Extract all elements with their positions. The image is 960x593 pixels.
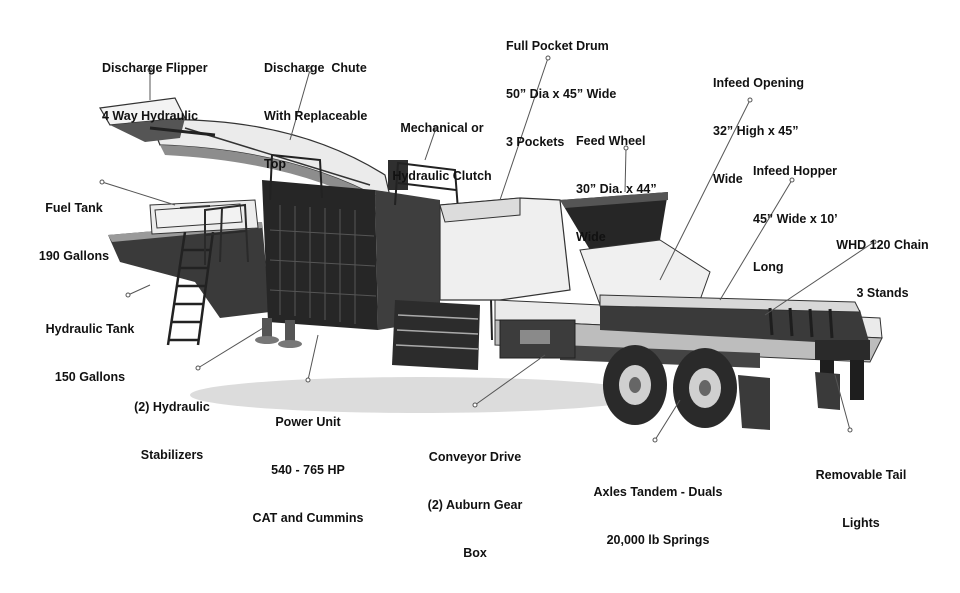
label-line: Removable Tail [815,468,907,482]
discharge-flipper [99,97,216,142]
drum-housing [439,197,571,301]
leader-discharge-chute [289,69,311,141]
label-infeed-opening: Infeed Opening 32” High x 45” Wide [713,43,804,219]
label-power-unit: Power Unit 540 - 765 HP CAT and Cummins [238,382,378,558]
ground-shadow [190,377,650,413]
leader-conveyor-drive [474,354,546,406]
label-discharge-flipper: Discharge Flipper 4 Way Hydraulic [102,28,208,156]
leader-whd-chain [764,241,875,316]
label-line: (2) Hydraulic [134,400,210,414]
label-tail-lights: Removable Tail Lights [796,435,926,563]
label-line: Axles Tandem - Duals [593,485,723,499]
label-line: WHD 120 Chain [836,238,929,252]
fuel-tank [154,203,243,229]
leader-tail-lights [834,374,851,431]
label-line: 45” Wide x 10’ [753,212,838,226]
leader-infeed-hopper [719,179,793,301]
label-line: Box [463,546,487,560]
leader-dots [99,55,877,443]
label-line: 150 Gallons [54,370,126,384]
leader-fuel-tank [101,181,176,206]
leader-infeed-opening [659,99,751,281]
deck-railing [204,203,249,265]
power-unit [262,160,440,330]
label-line: (2) Auburn Gear [427,498,523,512]
label-line: Discharge Chute [264,61,367,75]
label-line: Full Pocket Drum [506,39,609,53]
label-line: 30” Dia. x 44” [576,182,657,196]
label-line: 4 Way Hydraulic [102,109,199,123]
label-fuel-tank: Fuel Tank 190 Gallons [24,168,124,296]
engine-railing [269,153,459,211]
hydraulic-stabilizers [255,318,302,348]
chain-stands [768,307,834,339]
label-conveyor-drive: Conveyor Drive (2) Auburn Gear Box [410,417,540,593]
label-line: 3 Stands [856,286,909,300]
label-feed-wheel: Feed Wheel 30” Dia. x 44” Wide [576,101,657,277]
label-line: Stabilizers [140,448,204,462]
label-full-pocket-drum: Full Pocket Drum 50” Dia x 45” Wide 3 Po… [506,6,616,182]
label-line: Hydraulic Clutch [392,169,492,183]
label-discharge-chute: Discharge Chute With Replaceable Top [264,28,367,204]
label-line: Long [753,260,784,274]
infeed-hopper [599,294,870,345]
feed-wheel-assembly [560,192,711,306]
label-line: Hydraulic Tank [45,322,135,336]
label-line: With Replaceable [264,109,368,123]
label-line: Feed Wheel [576,134,646,148]
label-line: 50” Dia x 45” Wide [506,87,617,101]
label-line: 540 - 765 HP [271,463,345,477]
label-infeed-hopper: Infeed Hopper 45” Wide x 10’ Long [753,131,838,307]
label-axles: Axles Tandem - Duals 20,000 lb Springs [578,452,738,580]
label-line: Fuel Tank [45,201,103,215]
label-line: Top [264,157,286,171]
label-whd-chain: WHD 120 Chain 3 Stands [820,205,945,333]
label-line: Mechanical or [400,121,484,135]
mud-flaps [738,372,840,430]
label-line: Infeed Opening [713,76,804,90]
label-line: 32” High x 45” [713,124,799,138]
diagram-stage: Discharge Flipper 4 Way Hydraulic Discha… [24,6,945,560]
label-line: CAT and Cummins [252,511,364,525]
label-line: Wide [713,172,743,186]
leader-hydraulic-tank [127,284,151,296]
machine-illustration [99,55,883,443]
label-line: Wide [576,230,606,244]
leader-mechanical-clutch [424,127,437,161]
label-line: 20,000 lb Springs [606,533,710,547]
label-line: 190 Gallons [38,249,110,263]
label-hydraulic-stabilizers: (2) Hydraulic Stabilizers [112,367,232,495]
ladder [166,231,215,346]
label-mechanical-clutch: Mechanical or Hydraulic Clutch [382,88,502,216]
leader-lines [101,57,875,441]
leader-full-pocket-drum [499,57,549,201]
tandem-wheels [603,345,737,428]
label-line: Conveyor Drive [428,450,522,464]
leader-stabilizers [197,324,269,369]
leader-feed-wheel [624,147,627,193]
label-line: Infeed Hopper [753,164,838,178]
conveyor-drive [499,319,576,359]
label-line: Power Unit [275,415,341,429]
leader-power-unit [307,334,319,381]
label-line: Discharge Flipper [102,61,208,75]
leader-axles [654,399,681,441]
label-line: 3 Pockets [506,135,565,149]
label-hydraulic-tank: Hydraulic Tank 150 Gallons [30,289,150,417]
label-line: Lights [842,516,880,530]
